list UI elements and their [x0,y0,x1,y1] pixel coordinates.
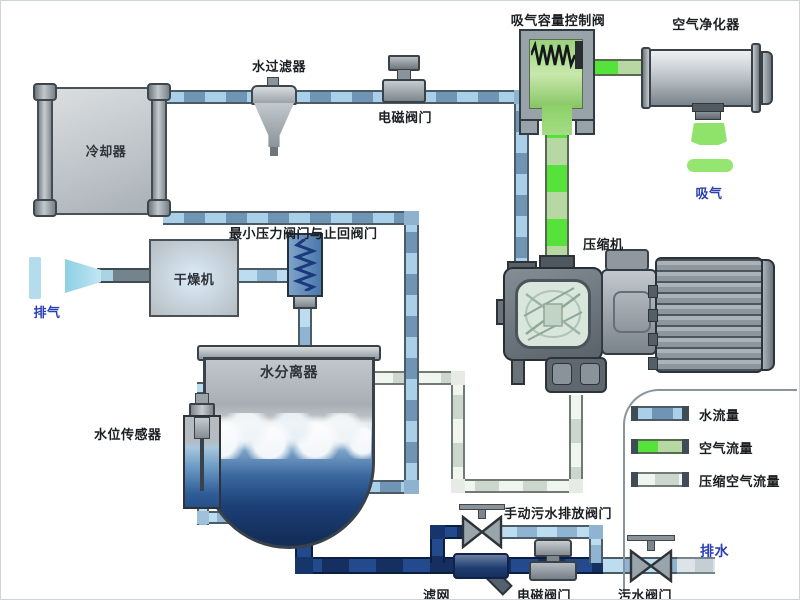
exhaust-spray-bar [29,257,41,299]
sewage-valve-stem [647,540,655,551]
pipe-compressed-drain-drop [569,395,583,493]
air-purifier-ring-left [641,47,651,109]
suction-valve-foot [575,119,595,135]
legend-compressed-air-flow-label: 压缩空气流量 [699,474,781,489]
legend-air-flow-label: 空气流量 [699,441,754,456]
dryer-label: 干燥机 [173,272,215,287]
strainer-label: 滤网 [423,588,451,600]
min-pressure-valve-cap [293,295,317,309]
pipe-elbow [451,479,465,493]
legend-water-flow-label: 水流量 [699,408,740,423]
pipe-compressed-bottom [451,479,583,493]
air-purifier-neck-ring [695,111,721,120]
suction-valve-spring [531,41,575,69]
pipe-elbow [589,525,603,539]
intake-label: 吸气 [695,186,723,201]
pipe-water-top [163,90,529,104]
compressor-drain-detail [552,363,572,385]
pipe-water-return-vertical [404,211,419,494]
solenoid-bottom-base [529,561,577,581]
motor-tab [648,309,658,322]
cooler-label: 冷却器 [85,144,127,159]
air-purifier-label: 空气净化器 [672,17,740,32]
solenoid-top-base [382,79,426,103]
water-separator-label: 水分离器 [260,364,318,380]
manual-drain-valve [461,515,503,549]
drain-label: 排水 [700,543,729,559]
legend-swatch-air-flow [631,439,689,454]
sensor-electrode [194,417,210,439]
pipe-elbow [197,511,209,524]
pipe-elbow [404,480,419,494]
water-filter-drain-nub [270,147,278,156]
suction-valve-label: 吸气容量控制阀 [510,13,606,28]
exhaust-spray-cone [65,259,101,293]
cooler-cap [33,199,57,217]
intake-air-blob [691,123,727,145]
pipe-elbow [295,557,313,574]
pipe-air-purifier [591,59,653,76]
pipe-elbow [451,371,465,385]
pipe-air-suction-down [545,111,569,277]
compressor-drain-detail [580,363,600,385]
pipe-valve-to-separator [298,307,312,355]
solenoid-top-label: 电磁阀门 [377,110,432,125]
sewage-valve-label: 污水阀门 [618,588,673,600]
suction-valve-piston [575,41,583,69]
cooler-cap [147,83,171,101]
pipe-dryer-to-valve [237,268,289,283]
motor-coupling [601,269,657,355]
dryer-body [149,239,239,317]
pipe-drain-main [295,557,603,574]
compressor-foot [511,359,525,385]
water-filter-cap [251,85,297,105]
motor-tab [648,333,658,346]
pipe-water-cooler-bottom [163,211,419,225]
pipe-bypass-right [497,525,603,539]
suction-valve-throat [542,105,572,135]
legend-swatch-water-flow [631,406,689,421]
water-filter-funnel [254,103,294,147]
pipe-elbow [430,525,445,539]
water-filter-label: 水过滤器 [251,59,306,74]
cooler-body [51,87,161,215]
min-pressure-valve-label: 最小压力阀门与止回阀门 [229,226,378,241]
pipe-compressed-vertical [451,371,465,493]
solenoid-bottom-label: 电磁阀门 [517,588,572,600]
compressor-window [515,279,591,349]
air-purifier-body [646,49,756,107]
suction-valve-foot [519,119,539,135]
pipe-elbow [404,211,419,225]
water-level-sensor-label: 水位传感器 [94,427,162,442]
pipe-elbow [569,479,583,493]
sensor-rod [200,439,204,491]
motor-end-cap [761,259,775,371]
cooler-cap [33,83,57,101]
motor-finned-body [655,257,763,373]
separator-foam [207,413,371,459]
strainer-body [453,553,509,579]
compressor-rotors [523,287,583,341]
compressor-side-tab [496,299,505,325]
air-purifier-end-cap [761,51,773,105]
motor-coupling-detail [613,291,651,333]
min-pressure-valve-spring [293,239,317,291]
cooler-column-left [37,97,53,207]
air-purifier-ring-right [751,43,761,113]
legend-swatch-compressed-air-flow [631,472,689,487]
cooler-cap [147,199,171,217]
exhaust-label: 排气 [33,305,61,320]
motor-tab [648,357,658,370]
pipe-drain-outlet [677,557,715,574]
pipe-water-to-compressor [514,90,529,280]
compressor-label: 压缩机 [583,237,624,252]
legend-frame [623,389,797,594]
manual-drain-valve-stem [478,509,486,519]
pipe-exhaust-out [97,268,151,283]
manual-drain-valve-label: 手动污水排放阀门 [504,506,613,521]
intake-air-blob [687,159,733,172]
motor-tab [648,285,658,298]
